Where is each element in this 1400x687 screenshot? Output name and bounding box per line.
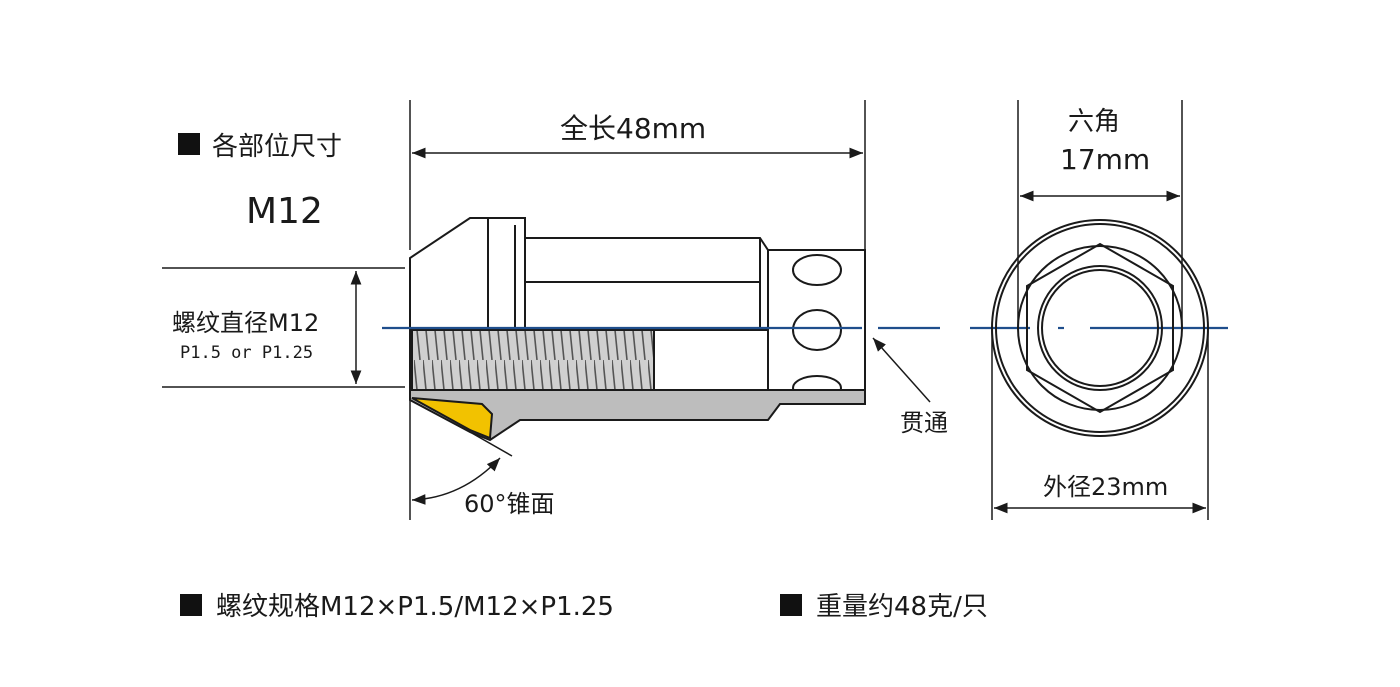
thread-spec-square-icon [180,593,202,616]
weight-square-icon [780,593,802,616]
cone-seat-label: 60°锥面 [464,490,555,518]
overall-length-dimension [409,100,866,250]
model-label: M12 [246,191,323,232]
thread-diameter-label: 螺纹直径M12 [172,309,319,337]
section-title: 各部位尺寸 [212,132,342,162]
overall-length-label: 全长48mm [560,112,706,145]
nut-end-view [991,219,1209,437]
outer-diameter-dimension [991,330,1209,520]
through-hole-label: 贯通 [900,409,948,437]
hex-label-line2: 17mm [1060,143,1150,176]
weight-text: 重量约48克/只 [816,592,988,622]
hex-label-line1: 六角 [1068,107,1120,137]
thread-diameter-dimension [162,267,405,388]
weight-line: 重量约48克/只 [780,586,988,623]
thread-pitch-label: P1.5 or P1.25 [180,343,313,363]
cone-seat-dimension [409,400,513,520]
title-square-icon [178,133,200,155]
thread-spec-line: 螺纹规格M12×P1.5/M12×P1.25 [180,586,614,623]
nut-side-view [409,217,866,401]
hex-dimension [1017,100,1183,330]
through-hole-mid [792,309,842,351]
through-hole-top [792,254,842,286]
thread-spec-text: 螺纹规格M12×P1.5/M12×P1.25 [216,592,614,622]
nut-section-view [409,329,866,442]
outer-diameter-label: 外径23mm [1043,473,1168,501]
through-hole-leader [872,337,931,403]
